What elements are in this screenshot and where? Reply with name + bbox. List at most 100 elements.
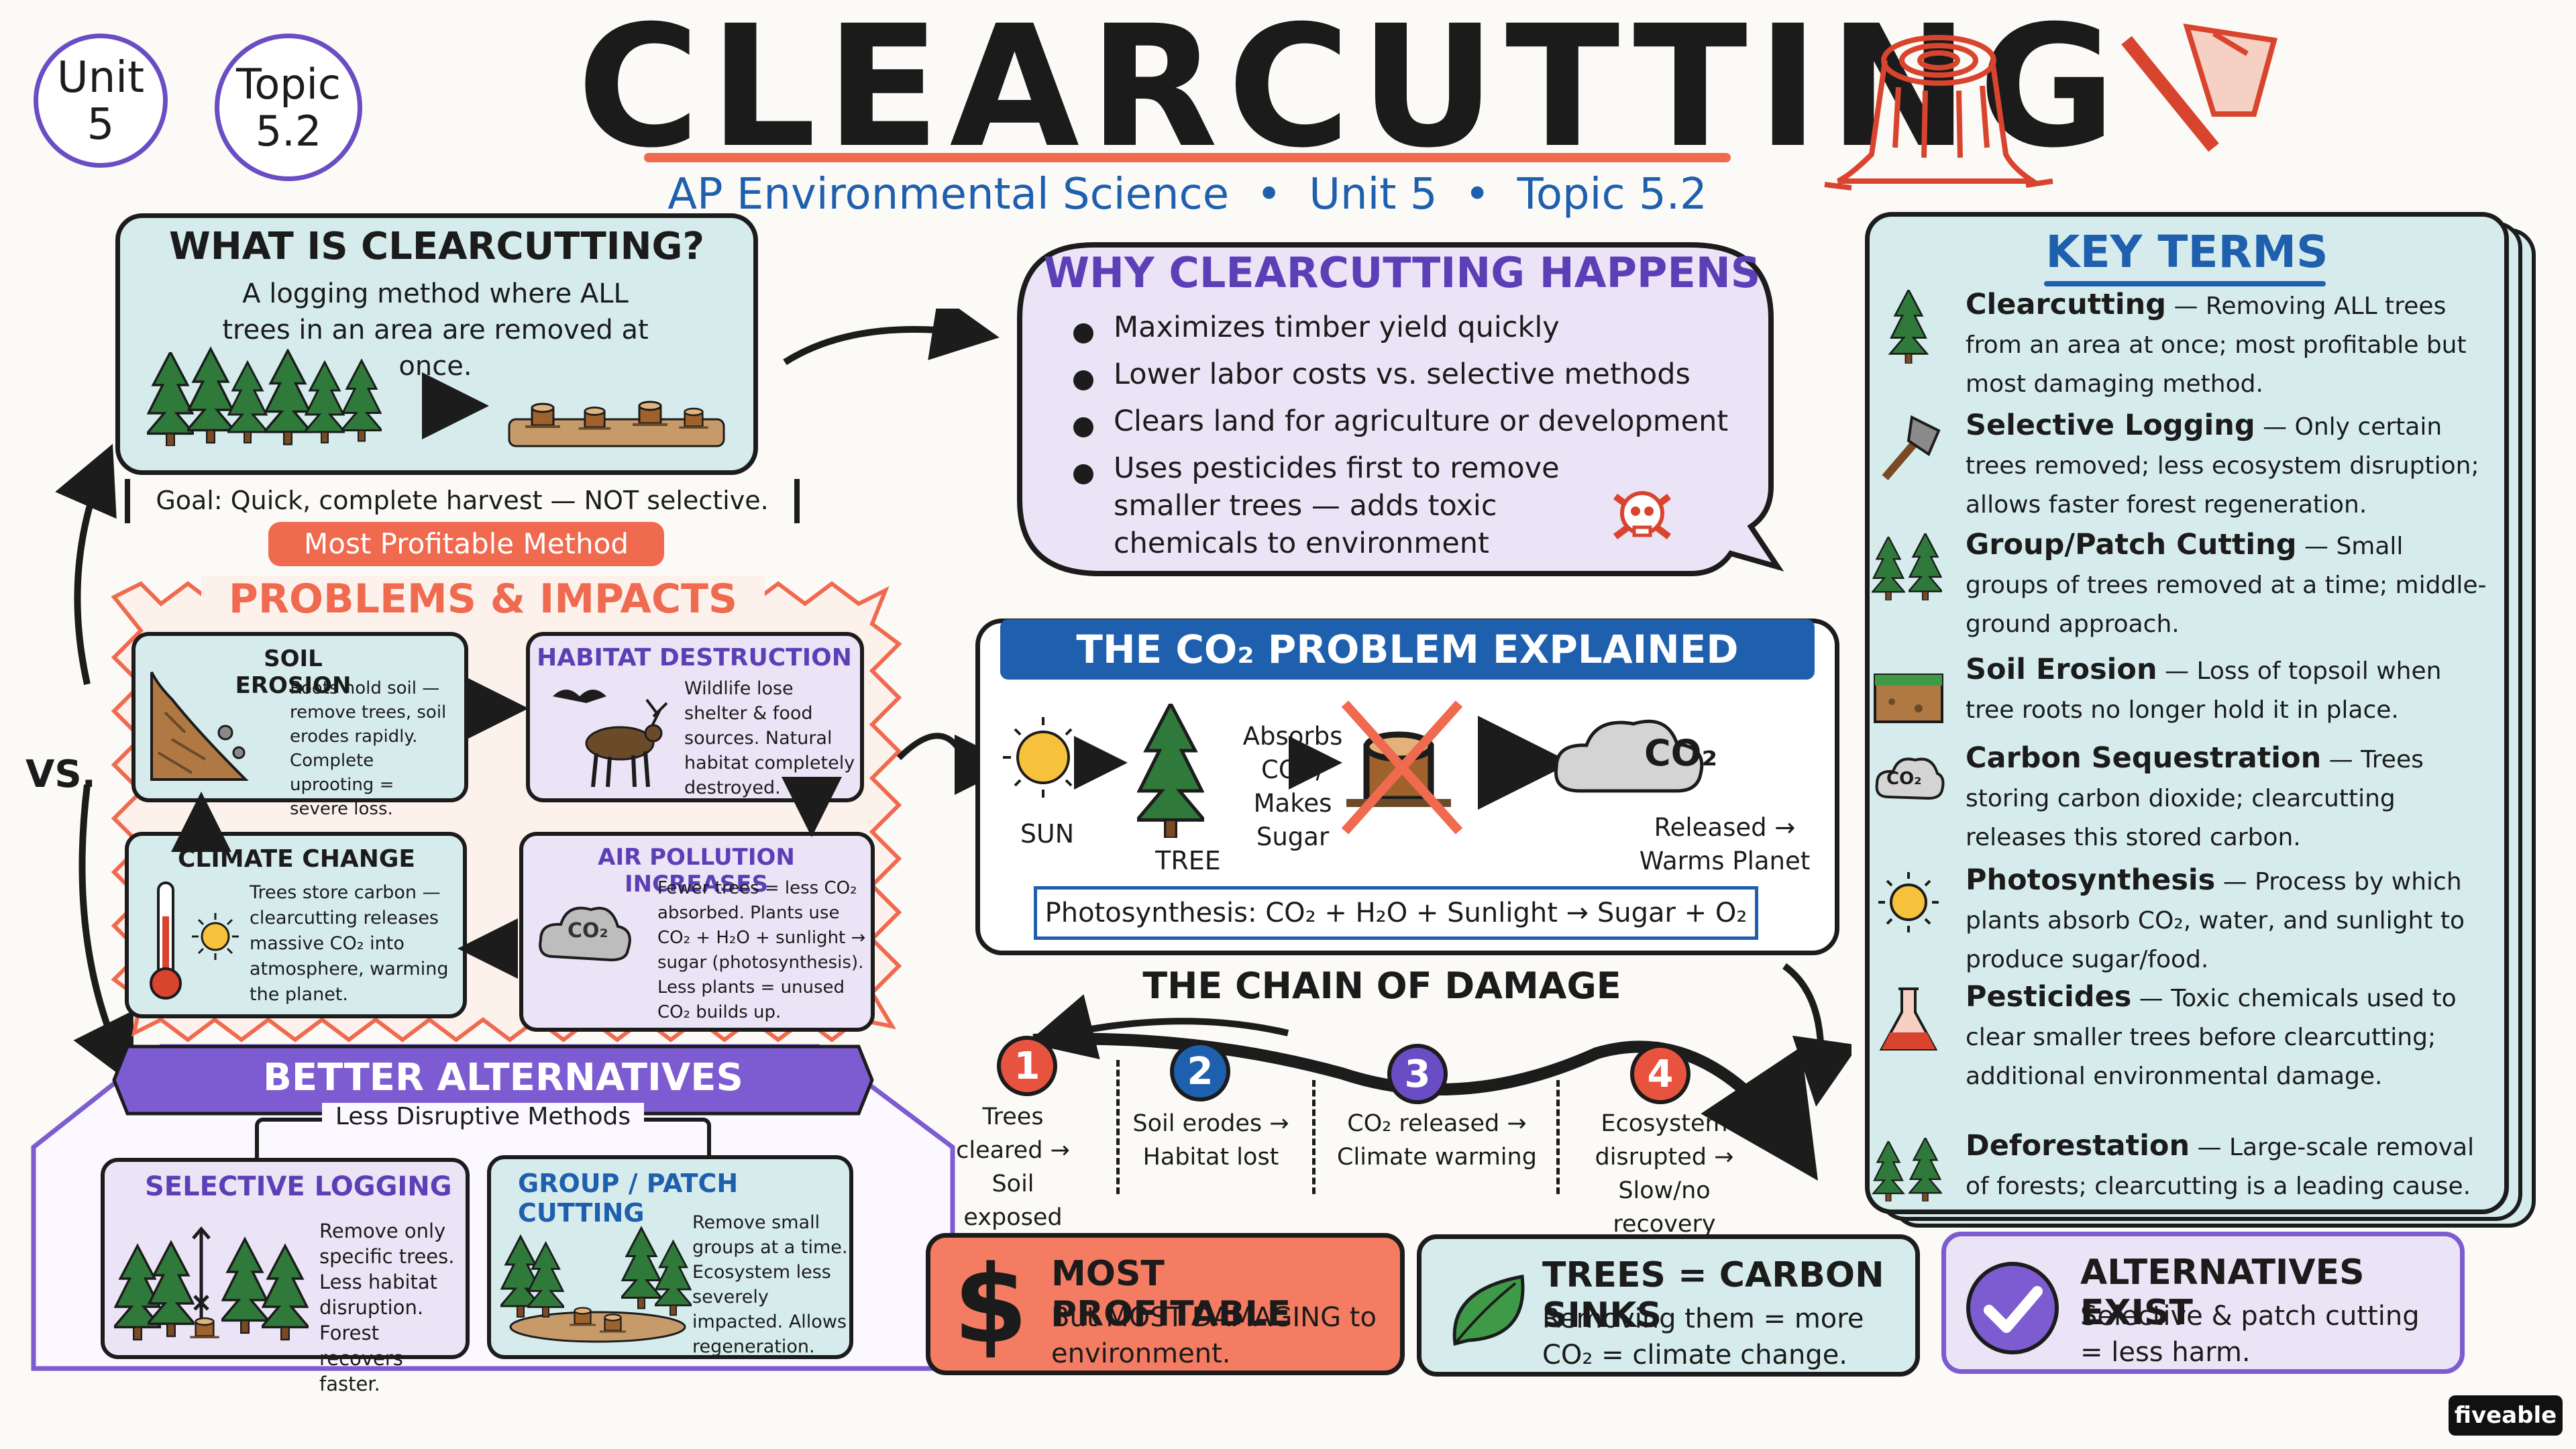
skull-crossbones-icon: [1613, 491, 1671, 539]
deer-bird-icon: [553, 690, 668, 788]
vs-label: VS.: [25, 753, 96, 796]
unit-badge: Unit 5: [34, 34, 168, 168]
patch-forest-icon: [500, 1226, 692, 1343]
co2-heading: THE CO₂ PROBLEM EXPLAINED: [1076, 627, 1739, 672]
co2-cloud-label: CO₂: [1644, 732, 1718, 774]
chain-step-3-text: CO₂ released → Climate warming: [1337, 1110, 1537, 1171]
key-term-name: Carbon Sequestration: [1966, 741, 2322, 775]
key-terms-heading: KEY TERMS: [2045, 226, 2328, 278]
carbon-sinks-text: Removing them = more CO₂ = climate chang…: [1542, 1303, 1864, 1371]
page-subtitle: AP Environmental Science • Unit 5 • Topi…: [667, 170, 1707, 219]
why-list: Maximizes timber yield quickly Lower lab…: [1067, 309, 1737, 572]
chain-step-4-number: 4: [1630, 1044, 1690, 1104]
air-pollution-card: AIR POLLUTION INCREASES CO₂ Fewer trees …: [519, 832, 875, 1032]
key-term-name: Deforestation: [1966, 1129, 2190, 1163]
what-is-heading: WHAT IS CLEARCUTTING?: [169, 225, 704, 268]
chain-step-3-number: 3: [1387, 1044, 1448, 1104]
co2-cloud-icon: [1875, 757, 1945, 800]
alternatives-sub: Less Disruptive Methods: [321, 1103, 645, 1130]
co2-flow-illustration: [1003, 700, 1704, 858]
key-term-def: — Loss of topsoil when tree roots no lon…: [1966, 657, 2442, 724]
co2-sun-label: SUN: [1020, 819, 1075, 849]
chain-heading: THE CHAIN OF DAMAGE: [1142, 965, 1621, 1007]
trees-icon: [1872, 533, 1942, 600]
key-term-name: Soil Erosion: [1966, 653, 2157, 686]
chain-divider: [1556, 1080, 1560, 1194]
topic-badge: Topic 5.2: [215, 34, 362, 181]
carbon-sinks-title: TREES = CARBON SINKS: [1542, 1255, 1884, 1336]
selective-logging-text: Remove only specific trees. Less habitat…: [319, 1220, 455, 1395]
why-speech-bubble: [1017, 242, 1784, 576]
key-terms-panel: KEY TERMS: [1865, 212, 2509, 1214]
climate-change-text: Trees store carbon — clearcutting releas…: [250, 882, 449, 1005]
most-profitable-title: MOST PROFITABLE: [1051, 1254, 1291, 1334]
why-item: Maximizes timber yield quickly: [1067, 309, 1737, 346]
vs-arrows: [55, 443, 133, 1085]
page-title: CLEARCUTTING: [577, 0, 2126, 184]
what-is-panel: WHAT IS CLEARCUTTING? A logging method w…: [115, 213, 758, 475]
key-term-def: — Small groups of trees removed at a tim…: [1966, 533, 2487, 638]
alternatives-sub-bracket: Less Disruptive Methods: [255, 1103, 711, 1158]
goal-bracket: Goal: Quick, complete harvest — NOT sele…: [125, 479, 800, 523]
why-heading: WHY CLEARCUTTING HAPPENS: [1043, 248, 1761, 297]
climate-change-card: CLIMATE CHANGE Trees store carbon — clea…: [125, 832, 467, 1018]
most-profitable-tag-text: Most Profitable Method: [304, 527, 629, 560]
chain-step-2-text: Soil erodes → Habitat lost: [1132, 1110, 1289, 1171]
most-profitable-box: $ MOST PROFITABLE But MOST DAMAGING to e…: [926, 1233, 1405, 1375]
leaf-icon: [1452, 1275, 1525, 1346]
alternatives-exist-box: ALTERNATIVES EXIST Selective & patch cut…: [1941, 1232, 2465, 1374]
key-terms-underline: [2044, 281, 2326, 286]
chain-divider: [1312, 1080, 1316, 1194]
tree-icon: [1137, 704, 1204, 838]
selective-forest-icon: [114, 1226, 309, 1341]
sun-icon: [1003, 717, 1083, 798]
axe-icon: [2121, 23, 2278, 152]
forest-to-stumps-illustration: [147, 347, 725, 447]
forest-icon: [1872, 1138, 1942, 1201]
chain-step-1-number: 1: [997, 1036, 1057, 1096]
selective-logging-card: SELECTIVE LOGGING Remove only specific t…: [101, 1158, 470, 1395]
topic-badge-text: Topic 5.2: [236, 60, 341, 156]
chain-wave-arrows: [1026, 963, 1851, 1181]
carbon-sinks-box: TREES = CARBON SINKS Removing them = mor…: [1417, 1234, 1920, 1377]
selective-logging-title: SELECTIVE LOGGING: [145, 1171, 452, 1202]
why-item: Clears land for agriculture or developme…: [1067, 402, 1737, 440]
co2-cloud-icon: [1554, 719, 1704, 793]
co2-heading-banner: THE CO₂ PROBLEM EXPLAINED: [1000, 619, 1815, 680]
group-patch-title: GROUP / PATCH CUTTING: [518, 1169, 739, 1228]
key-term-def: — Large-scale removal of forests; clearc…: [1966, 1134, 2475, 1200]
co2-smog-cloud-label: CO₂: [568, 919, 608, 943]
soil-icon: [1874, 674, 1943, 723]
thermometer-sun-icon: [150, 881, 239, 1000]
soil-erosion-card: SOIL EROSION Roots hold soil — remove tr…: [131, 632, 468, 819]
why-arrow: [783, 309, 1000, 366]
habitat-destruction-title: HABITAT DESTRUCTION: [537, 644, 852, 672]
photosynthesis-equation-text: Photosynthesis: CO₂ + H₂O + Sunlight → S…: [1044, 898, 1748, 928]
co2-released-label: Released → Warms Planet: [1639, 813, 1811, 875]
soil-erosion-text: Roots hold soil — remove trees, soil ero…: [290, 678, 447, 819]
eroding-hillside-icon: [150, 672, 249, 781]
co2-icon-label: CO₂: [1886, 769, 1922, 789]
alternatives-exist-title: ALTERNATIVES EXIST: [2080, 1252, 2365, 1333]
why-item: Uses pesticides first to remove smaller …: [1067, 449, 1637, 562]
stump-axe-illustration: [1824, 23, 2278, 191]
title-underline: [644, 153, 1731, 162]
brand-text: fiveable: [2454, 1402, 2557, 1429]
key-term-name: Pesticides: [1966, 980, 2132, 1014]
group-patch-card: GROUP / PATCH CUTTING Remove small group…: [487, 1155, 853, 1359]
soil-erosion-title: SOIL EROSION: [235, 645, 352, 699]
tree-icon: [1889, 290, 1928, 364]
key-term-def: — Trees storing carbon dioxide; clearcut…: [1966, 746, 2424, 851]
photosynthesis-equation: Photosynthesis: CO₂ + H₂O + Sunlight → S…: [1034, 886, 1758, 940]
key-term-def: — Removing ALL trees from an area at onc…: [1966, 292, 2467, 398]
flask-icon: [1879, 987, 1938, 1051]
co2-tree-label: TREE: [1155, 846, 1221, 875]
problems-heading: PROBLEMS & IMPACTS: [201, 576, 765, 623]
key-term-def: — Process by which plants absorb CO₂, wa…: [1966, 868, 2465, 973]
key-term-def: — Only certain trees removed; less ecosy…: [1966, 413, 2479, 519]
habitat-destruction-card: HABITAT DESTRUCTION Wildlife lose shelte…: [526, 632, 864, 802]
group-patch-text: Remove small groups at a time. Ecosystem…: [692, 1212, 848, 1357]
dollar-icon: $: [953, 1242, 1028, 1367]
habitat-destruction-text: Wildlife lose shelter & food sources. Na…: [684, 678, 855, 798]
co2-smog-cloud-icon: [539, 906, 631, 962]
